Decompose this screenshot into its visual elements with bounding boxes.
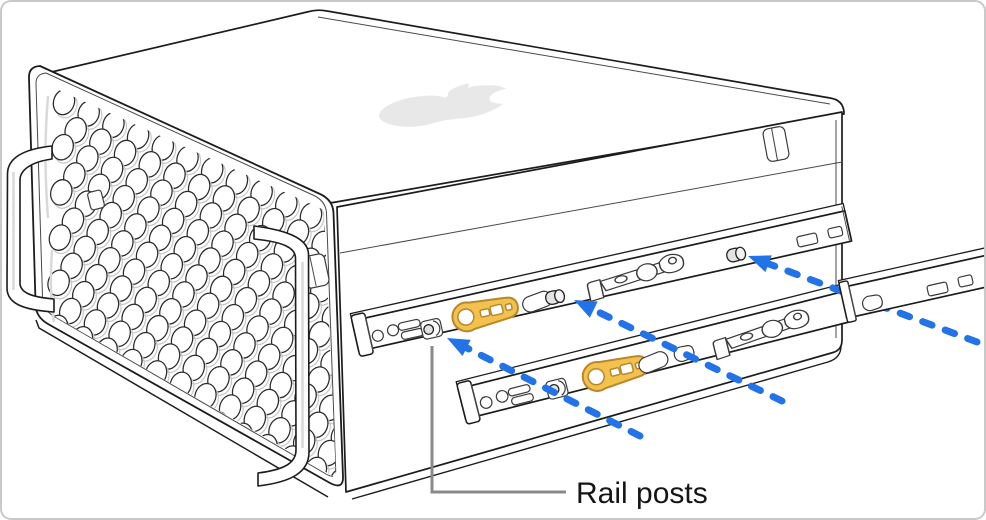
grille-inner-bezel — [35, 72, 337, 477]
grille-hole — [49, 179, 73, 206]
install-arrow-icon — [744, 247, 981, 346]
rail-upper-inner — [349, 202, 853, 358]
apple-logo-icon — [379, 83, 528, 127]
rail-hole — [495, 389, 509, 403]
grille-hole — [47, 269, 70, 297]
rail-hole — [479, 396, 493, 409]
install-arrow-icon — [442, 329, 644, 440]
handle-right — [253, 225, 310, 487]
grille-hole — [329, 468, 336, 478]
rack-latch-left — [87, 189, 105, 211]
rail-hole — [386, 324, 400, 337]
grille-hole — [48, 224, 72, 251]
side-lip-line — [339, 161, 843, 254]
bottom-edge-line — [351, 345, 842, 500]
top-back-chamfer — [317, 16, 831, 105]
grille-hole — [51, 133, 74, 161]
grille-highlight-left-2 — [49, 249, 56, 323]
rail-post — [419, 317, 444, 341]
grille-bottom-sliver — [35, 319, 329, 498]
callout-line — [430, 346, 566, 494]
rail-hole — [371, 329, 384, 342]
handle-left — [6, 145, 55, 313]
grille-hole — [330, 422, 336, 450]
lock-slot — [762, 126, 790, 162]
install-arrow-icon — [570, 291, 786, 405]
rail-posts-label: Rail posts — [576, 477, 708, 510]
rail-outer-segment — [837, 246, 986, 323]
